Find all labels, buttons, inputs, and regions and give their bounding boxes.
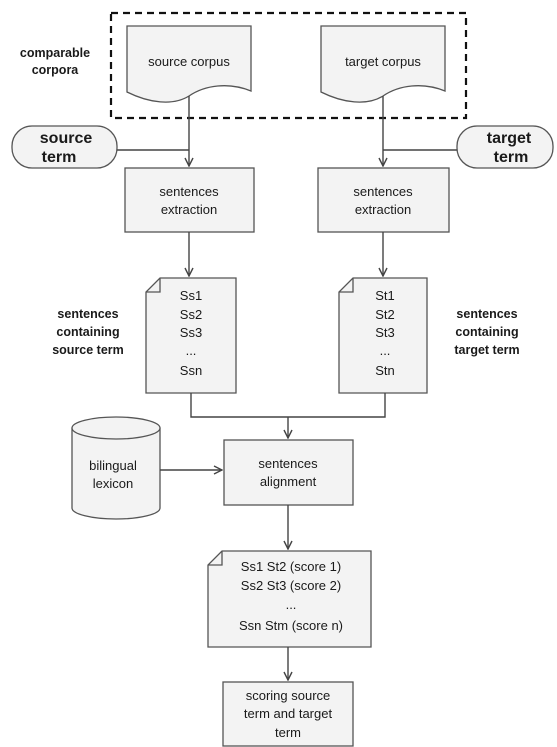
- source-term-label: source: [40, 130, 93, 147]
- bilingual-lexicon-label-2: lexicon: [93, 476, 133, 491]
- scoring-label-2: term and target: [244, 706, 333, 721]
- comparable-corpora-label-2: corpora: [32, 63, 80, 77]
- target-term-terminator: [456, 125, 554, 169]
- connector-source-merge: [190, 393, 386, 418]
- target-sentence-1: St1: [375, 288, 395, 303]
- aligned-pair-ellipsis: ...: [286, 597, 297, 612]
- source-corpus-document: [126, 25, 252, 103]
- source-sentences-caption: sentences: [57, 307, 118, 321]
- scoring-label: scoring source: [246, 688, 331, 703]
- target-sentences-caption-3: target term: [454, 343, 519, 357]
- alignment-label-2: alignment: [260, 474, 317, 489]
- comparable-corpora-group: [109, 11, 468, 120]
- source-sentences-caption-3: source term: [52, 343, 124, 357]
- source-sentence-ellipsis: ...: [186, 343, 197, 358]
- source-sentence-n: Ssn: [180, 363, 202, 378]
- source-term-terminator: [11, 125, 118, 169]
- source-extraction-box: [124, 167, 255, 233]
- target-sentence-ellipsis: ...: [380, 343, 391, 358]
- bilingual-lexicon-cylinder: [71, 416, 161, 520]
- target-sentences-fold: [339, 278, 354, 293]
- alignment-box: [223, 439, 354, 506]
- target-term-label-2: term: [494, 149, 529, 166]
- alignment-label: sentences: [258, 456, 318, 471]
- target-extraction-label-2: extraction: [355, 202, 411, 217]
- source-extraction-label: sentences: [159, 184, 219, 199]
- source-sentences-fold: [146, 278, 161, 293]
- source-sentence-1: Ss1: [180, 288, 202, 303]
- target-extraction-box: [317, 167, 450, 233]
- aligned-pair-n: Ssn Stm (score n): [239, 618, 343, 633]
- comparable-corpora-label: comparable: [20, 46, 90, 60]
- aligned-pairs-fold: [208, 551, 223, 566]
- scoring-box: [222, 681, 354, 747]
- source-corpus-label: source corpus: [148, 54, 230, 69]
- target-corpus-document: [320, 25, 446, 103]
- source-sentence-3: Ss3: [180, 325, 202, 340]
- source-sentences-caption-2: containing: [56, 325, 119, 339]
- target-sentence-n: Stn: [375, 363, 395, 378]
- target-sentences-caption: sentences: [456, 307, 517, 321]
- aligned-pairs-document: [207, 550, 372, 648]
- aligned-pair-2: Ss2 St3 (score 2): [241, 578, 341, 593]
- scoring-label-3: term: [275, 725, 301, 740]
- source-extraction-label-2: extraction: [161, 202, 217, 217]
- aligned-pair-1: Ss1 St2 (score 1): [241, 559, 341, 574]
- target-term-label: target: [487, 130, 532, 147]
- bilingual-lexicon-label: bilingual: [89, 458, 137, 473]
- target-sentence-2: St2: [375, 307, 395, 322]
- target-sentences-document: [338, 277, 428, 394]
- target-sentences-caption-2: containing: [455, 325, 518, 339]
- target-corpus-label: target corpus: [345, 54, 421, 69]
- source-sentence-2: Ss2: [180, 307, 202, 322]
- target-sentence-3: St3: [375, 325, 395, 340]
- source-term-label-2: term: [42, 149, 77, 166]
- target-extraction-label: sentences: [353, 184, 413, 199]
